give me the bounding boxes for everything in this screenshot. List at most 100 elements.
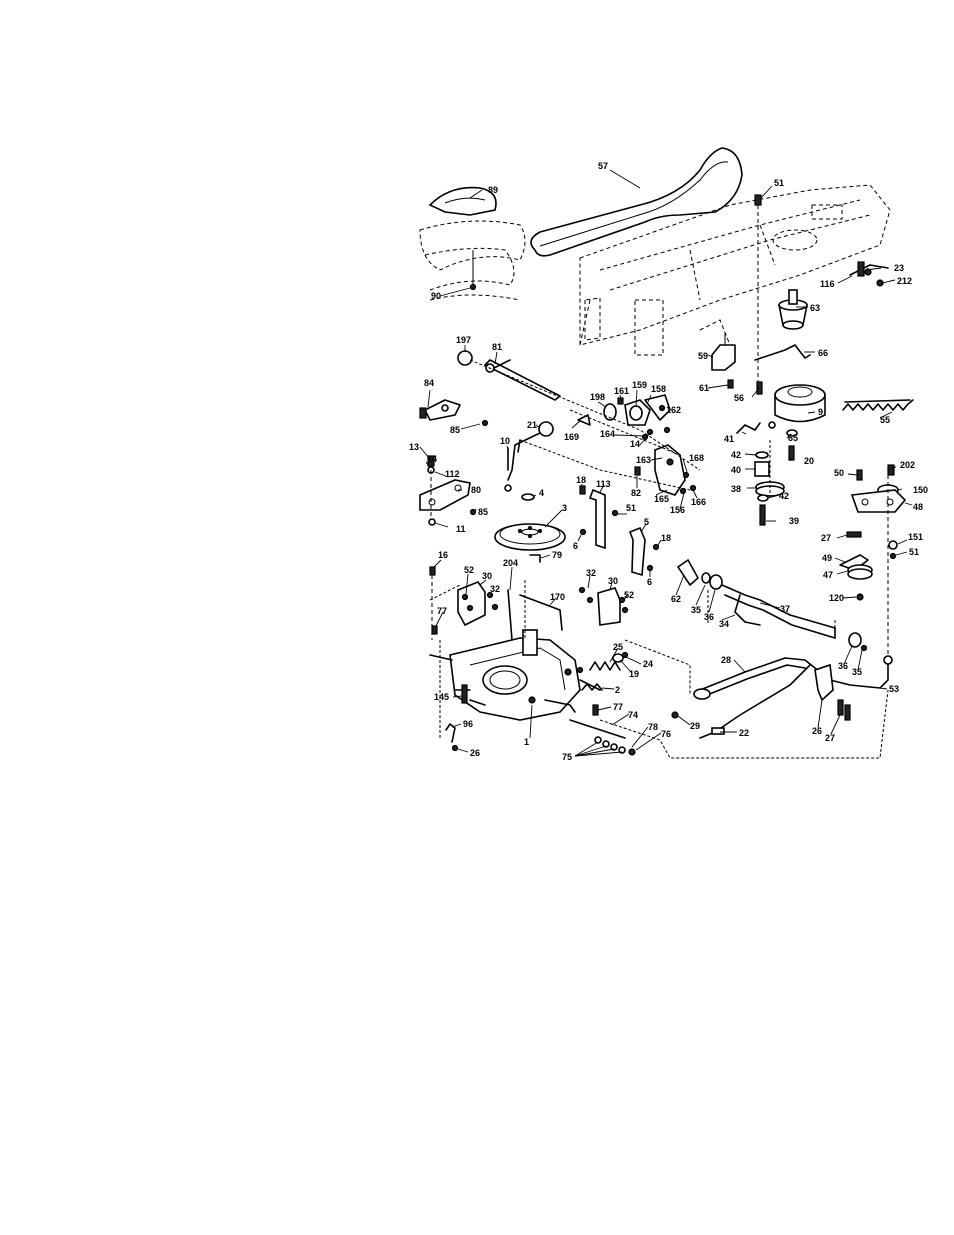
callout-48: 48 [913,502,923,512]
callout-145: 145 [434,692,449,702]
bracket-80 [419,455,477,526]
callout-198: 198 [590,392,605,402]
callout-162: 162 [666,405,681,415]
callout-3: 3 [562,503,567,513]
callout-19: 19 [629,669,639,679]
callout-35: 35 [852,667,862,677]
bolt-145 [461,684,468,704]
callout-41: 41 [724,434,734,444]
callout-36: 36 [704,612,714,622]
fastener-51b [611,509,619,517]
spring-25 [589,651,629,671]
callout-80: 80 [471,485,481,495]
callout-30: 30 [608,576,618,586]
bolt-77-left [431,625,438,635]
shift-console [428,186,497,216]
callout-169: 169 [564,432,579,442]
callout-18: 18 [576,475,586,485]
callout-38: 38 [731,484,741,494]
callout-34: 34 [719,619,729,629]
bracket-59 [711,333,736,389]
callout-81: 81 [492,342,502,352]
callout-26: 26 [470,748,480,758]
callout-170: 170 [550,592,565,602]
callout-212: 212 [897,276,912,286]
callout-21: 21 [527,420,537,430]
bolt-51 [754,194,762,395]
callout-164: 164 [600,429,615,439]
rockshaft-37 [676,558,836,639]
callout-82: 82 [631,488,641,498]
rod-22 [699,664,811,739]
callout-50: 50 [834,468,844,478]
callout-166: 166 [691,497,706,507]
callout-59: 59 [698,351,708,361]
knob-21 [507,421,554,481]
callout-14: 14 [630,439,640,449]
callout-51: 51 [774,178,784,188]
callout-85: 85 [450,425,460,435]
callout-65: 65 [788,433,798,443]
callout-22: 22 [739,728,749,738]
pulley-3 [494,523,566,551]
callout-77: 77 [613,702,623,712]
callout-37: 37 [780,604,790,614]
fender-outline [419,220,526,301]
callout-32: 32 [490,584,500,594]
callout-42: 42 [779,491,789,501]
callout-165: 165 [654,494,669,504]
rod-66 [754,344,811,361]
bracket-113 [579,485,606,550]
callout-90: 90 [431,291,441,301]
callout-6: 6 [573,541,578,551]
callout-20: 20 [804,456,814,466]
callout-35: 35 [691,605,701,615]
shaft-81 [457,350,561,401]
clutch-9 [756,381,826,423]
callout-75: 75 [562,752,572,762]
callout-57: 57 [598,161,608,171]
transaxle [429,629,601,721]
bracket-30-right [578,586,629,626]
idler-pulley-63 [778,289,808,330]
callout-96: 96 [463,719,473,729]
callout-151: 151 [908,532,923,542]
key-79 [529,554,541,563]
callout-78: 78 [648,722,658,732]
callout-9: 9 [818,407,823,417]
callout-159: 159 [632,380,647,390]
callout-14: 14 [427,454,437,464]
callout-52: 52 [624,590,634,600]
callout-112: 112 [445,469,460,479]
brake-assembly [603,394,671,441]
callout-89: 89 [488,185,498,195]
callout-10: 10 [500,436,510,446]
spring-2 [576,666,603,691]
callout-27: 27 [825,733,835,743]
callout-113: 113 [596,479,611,489]
callout-163: 163 [636,455,651,465]
callout-84: 84 [424,378,434,388]
callout-27: 27 [821,533,831,543]
bracket-23 [849,261,889,287]
callout-197: 197 [456,335,471,345]
fastener-29 [671,711,679,719]
callout-158: 158 [651,384,666,394]
callout-74: 74 [628,710,638,720]
washer-36-right [848,632,868,652]
part-callouts: 57 89 90 51 23 116 212 63 197 81 59 66 6… [409,161,928,762]
callout-61: 61 [699,383,709,393]
callout-79: 79 [552,550,562,560]
washer-4 [521,493,535,501]
callout-24: 24 [643,659,653,669]
bolt-16 [429,566,436,640]
callout-161: 161 [614,386,629,396]
washer-42b [757,494,769,526]
callout-76: 76 [661,729,671,739]
callout-55: 55 [880,415,890,425]
callout-23: 23 [894,263,904,273]
callout-5: 5 [644,517,649,527]
callout-4: 4 [539,488,544,498]
callout-62: 62 [671,594,681,604]
